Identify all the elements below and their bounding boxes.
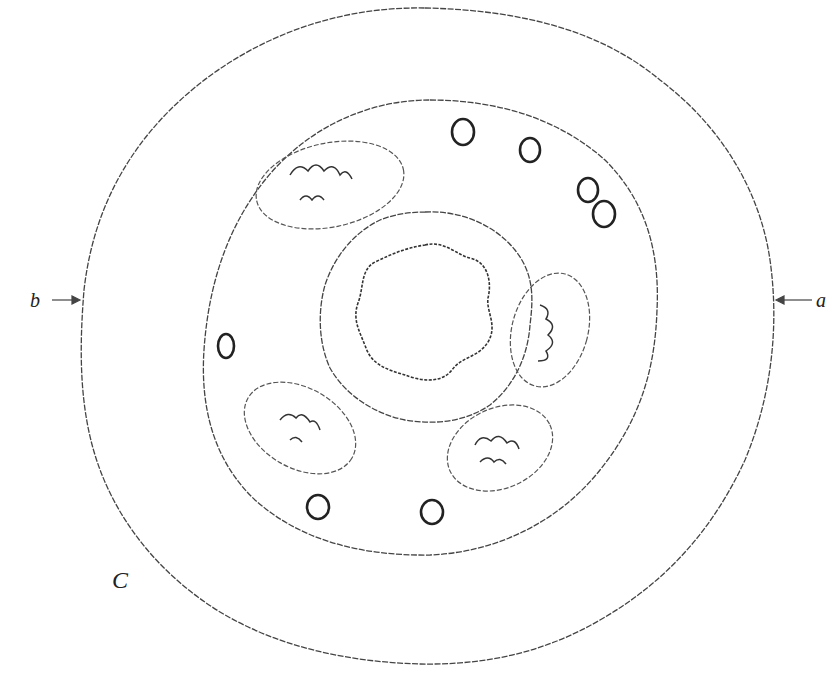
fibre-strand: [520, 138, 540, 162]
xylem-detail: [280, 414, 320, 442]
leader-line: [52, 299, 74, 300]
xylem-detail: [538, 305, 553, 361]
cortex-outline: [203, 100, 657, 555]
leader-line: [782, 299, 812, 300]
xylem-detail: [290, 165, 352, 200]
figure-letter: C: [112, 568, 128, 592]
section-label: a: [816, 290, 826, 310]
fibre-strand: [452, 119, 474, 145]
fibre-strand: [307, 495, 329, 519]
vascular-bundle: [433, 389, 567, 508]
arrow-head: [72, 296, 80, 304]
pith-ring: [320, 212, 532, 422]
xylem-detail: [475, 436, 519, 464]
section-label: b: [30, 290, 40, 310]
fibre-strand: [421, 500, 443, 524]
vascular-bundle: [228, 363, 372, 492]
outer-outline: [81, 8, 774, 664]
fibre-strand: [218, 334, 234, 358]
vascular-bundle: [498, 264, 601, 396]
fibre-strand: [593, 201, 615, 227]
pith-cavity: [356, 244, 492, 380]
vascular-bundle: [248, 128, 412, 241]
fibre-strand: [578, 178, 598, 202]
arrow-head: [776, 296, 784, 304]
